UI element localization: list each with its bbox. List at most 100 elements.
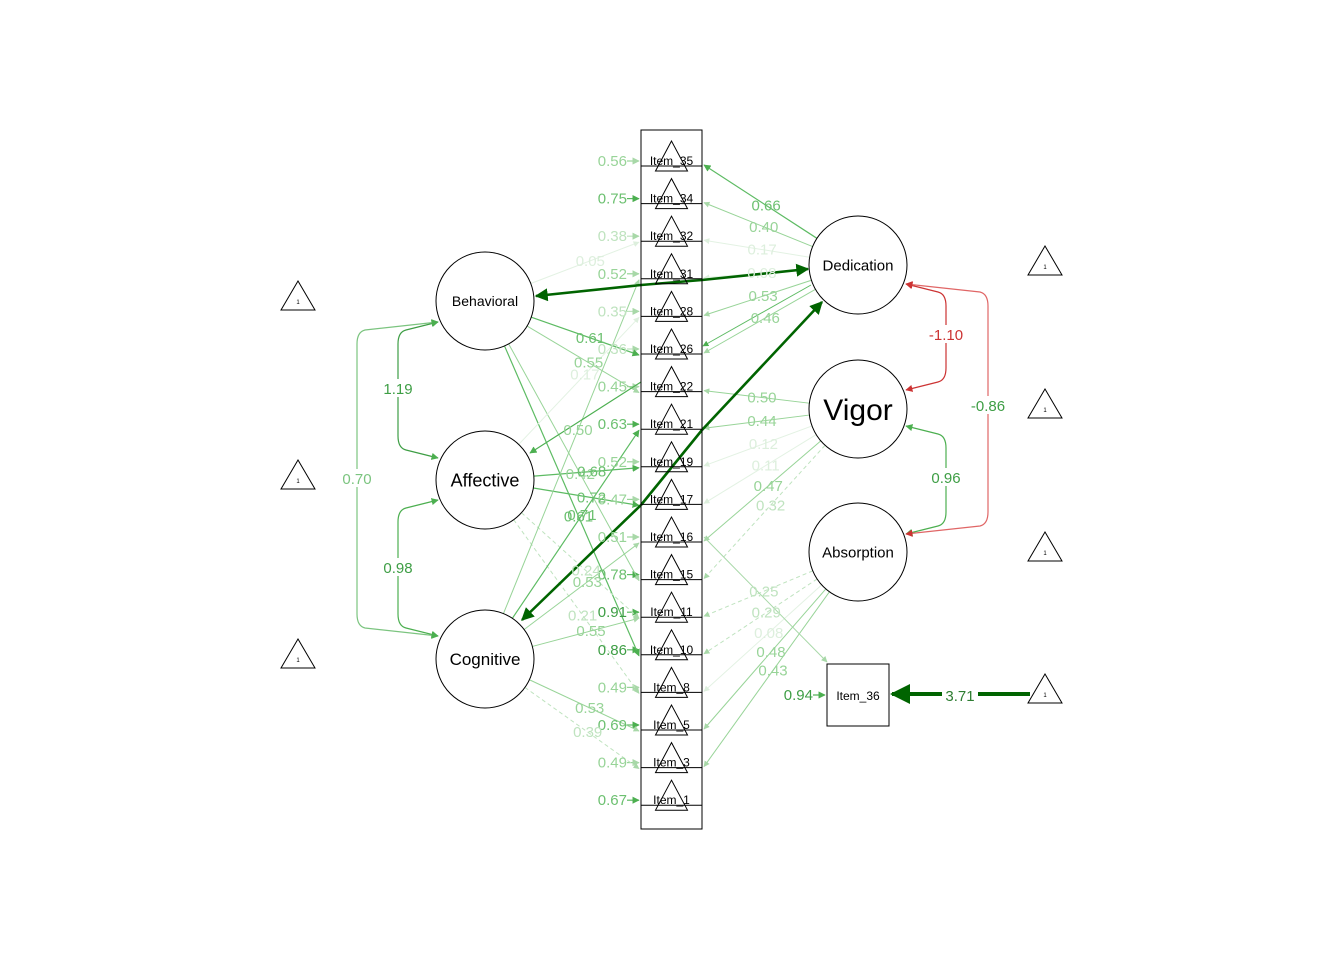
loading-dedication-to-item-32 xyxy=(703,238,810,258)
loading-cognitive-to-item-16 xyxy=(523,542,640,630)
loading-label-dedication-to-item-34: 0.40 xyxy=(749,219,778,236)
manifest-node-item-10[interactable]: Item_10 xyxy=(641,628,702,661)
manifest-node-item-28[interactable]: Item_28 xyxy=(641,290,702,322)
covariance-vigor-absorption-label: 0.96 xyxy=(931,470,960,487)
manifest-label: Item_8 xyxy=(653,680,690,694)
manifest-node-item-3[interactable]: Item_3 xyxy=(641,741,702,774)
loading-behavioral-to-item-32 xyxy=(530,241,640,284)
manifest-label: Item_36 xyxy=(836,689,880,703)
manifest-node-item-36[interactable]: Item_36 xyxy=(826,663,890,727)
manifest-node-item-1[interactable]: Item_1 xyxy=(641,779,702,811)
loading-dedication-to-item-28 xyxy=(703,279,812,317)
constant-triangle-icon: 1 xyxy=(1027,531,1063,562)
loading-label-absorption-to-item-5: 0.48 xyxy=(756,644,785,661)
intercept-label-item-1: 0.67 xyxy=(598,792,627,809)
intercept-label-item-16: 0.51 xyxy=(598,529,627,546)
manifest-node-item-21[interactable]: Item_21 xyxy=(641,403,702,435)
constant-triangle-icon: 1 xyxy=(280,280,316,311)
loading-label-absorption-to-item-10: 0.29 xyxy=(752,605,781,622)
intercept-label-item-22: 0.45 xyxy=(598,379,627,396)
manifest-node-item-11[interactable]: Item_11 xyxy=(641,591,702,623)
manifest-node-item-31[interactable]: Item_31 xyxy=(641,252,702,285)
loading-label-dedication-to-item-31: 0.08 xyxy=(747,265,776,282)
manifest-node-item-17[interactable]: Item_17 xyxy=(641,478,702,510)
manifest-label: Item_1 xyxy=(653,793,690,807)
latent-label: Cognitive xyxy=(450,650,521,669)
manifest-node-item-16[interactable]: Item_16 xyxy=(641,515,702,548)
manifest-label: Item_5 xyxy=(653,718,690,732)
manifest-node-item-8[interactable]: Item_8 xyxy=(641,666,702,698)
manifest-node-item-5[interactable]: Item_5 xyxy=(641,703,702,736)
structural-path-segment-2 xyxy=(639,429,704,506)
manifest-node-item-26[interactable]: Item_26 xyxy=(641,327,702,360)
latent-circle xyxy=(435,430,535,530)
manifest-node-item-34[interactable]: Item_34 xyxy=(641,177,702,210)
structural-path-to-behavioral xyxy=(534,283,642,302)
loading-absorption-to-item-3 xyxy=(703,591,830,768)
latent-label: Absorption xyxy=(822,544,894,561)
label-bg xyxy=(380,379,416,397)
loading-label-behavioral-to-item-10: 0.61 xyxy=(564,508,593,525)
mean-triangle-icon xyxy=(654,666,689,698)
covariance-dedication-absorption-label: -0.86 xyxy=(971,398,1005,415)
mean-triangle-icon xyxy=(654,327,689,360)
latent-node-affective[interactable]: Affective xyxy=(435,430,535,530)
loading-label-affective-to-item-17: 0.72 xyxy=(577,490,606,507)
loading-label-vigor-to-item-17: 0.11 xyxy=(752,458,780,475)
constant-label: 1 xyxy=(296,300,300,306)
manifest-node-item-32[interactable]: Item_32 xyxy=(641,215,702,247)
intercept-label-item-17: 0.47 xyxy=(598,491,627,508)
latent-label: Affective xyxy=(451,470,520,490)
manifest-label: Item_26 xyxy=(650,342,694,356)
loading-cognitive-to-item-5 xyxy=(529,679,640,732)
latent-node-cognitive[interactable]: Cognitive xyxy=(435,609,535,709)
intercept-label-item-32: 0.38 xyxy=(598,228,627,245)
intercept-label-item-31: 0.52 xyxy=(598,266,627,283)
manifest-label: Item_35 xyxy=(650,154,694,168)
constant-label: 1 xyxy=(1043,408,1047,414)
loading-cognitive-to-item-21 xyxy=(511,429,640,619)
loading-label-cognitive-to-item-11: 0.55 xyxy=(576,623,605,640)
mean-triangle-icon xyxy=(654,478,689,510)
constant-triangle-icon: 1 xyxy=(1027,245,1063,276)
latent-label: Behavioral xyxy=(452,293,518,309)
latent-node-absorption[interactable]: Absorption xyxy=(808,502,908,602)
path-to-affective xyxy=(529,381,642,454)
intercept-label-item-5: 0.69 xyxy=(598,717,627,734)
loading-label-behavioral-to-item-15: 0.42 xyxy=(566,466,595,483)
manifest-node-item-15[interactable]: Item_15 xyxy=(641,553,702,586)
constant-label: 1 xyxy=(296,658,300,664)
loading-label-vigor-to-item-21: 0.44 xyxy=(747,413,776,430)
manifest-node-item-22[interactable]: Item_22 xyxy=(641,365,702,398)
manifest-label: Item_32 xyxy=(650,229,694,243)
loading-label-dedication-to-item-35: 0.66 xyxy=(751,197,780,214)
loading-label-dedication-to-item-26: 0.46 xyxy=(751,310,780,327)
mean-triangle-icon xyxy=(654,177,689,210)
loading-label-vigor-to-item-16: 0.47 xyxy=(754,478,783,495)
intercept-label-item-8: 0.49 xyxy=(598,679,627,696)
mean-triangle-icon xyxy=(654,365,689,398)
latent-node-dedication[interactable]: Dedication xyxy=(808,215,908,315)
manifest-node-item-19[interactable]: Item_19 xyxy=(641,440,702,473)
constant-triangle-icon: 1 xyxy=(280,459,316,490)
loading-behavioral-to-item-10 xyxy=(503,345,640,657)
manifest-label: Item_31 xyxy=(650,267,694,281)
manifest-box xyxy=(826,663,890,727)
edges-layer xyxy=(356,157,1030,804)
latent-node-vigor[interactable]: Vigor xyxy=(808,359,908,459)
structural-path-to-dedication xyxy=(701,263,810,282)
constant-label: 1 xyxy=(296,479,300,485)
latent-node-behavioral[interactable]: Behavioral xyxy=(435,251,535,351)
triangle-shape xyxy=(1027,673,1063,704)
triangle-shape xyxy=(280,459,316,490)
manifest-label: Item_15 xyxy=(650,568,694,582)
intercept-label-item-21: 0.63 xyxy=(598,416,627,433)
manifest-node-item-35[interactable]: Item_35 xyxy=(641,139,702,172)
mean-triangle-icon xyxy=(654,628,689,661)
loading-label-absorption-to-item-11: 0.25 xyxy=(749,583,778,600)
constant-label: 1 xyxy=(1043,693,1047,699)
latent-circle xyxy=(808,359,908,459)
covariance-dedication-vigor-label: -1.10 xyxy=(929,327,963,344)
mean-triangle-icon xyxy=(654,215,689,247)
mean-triangle-icon xyxy=(654,252,689,285)
